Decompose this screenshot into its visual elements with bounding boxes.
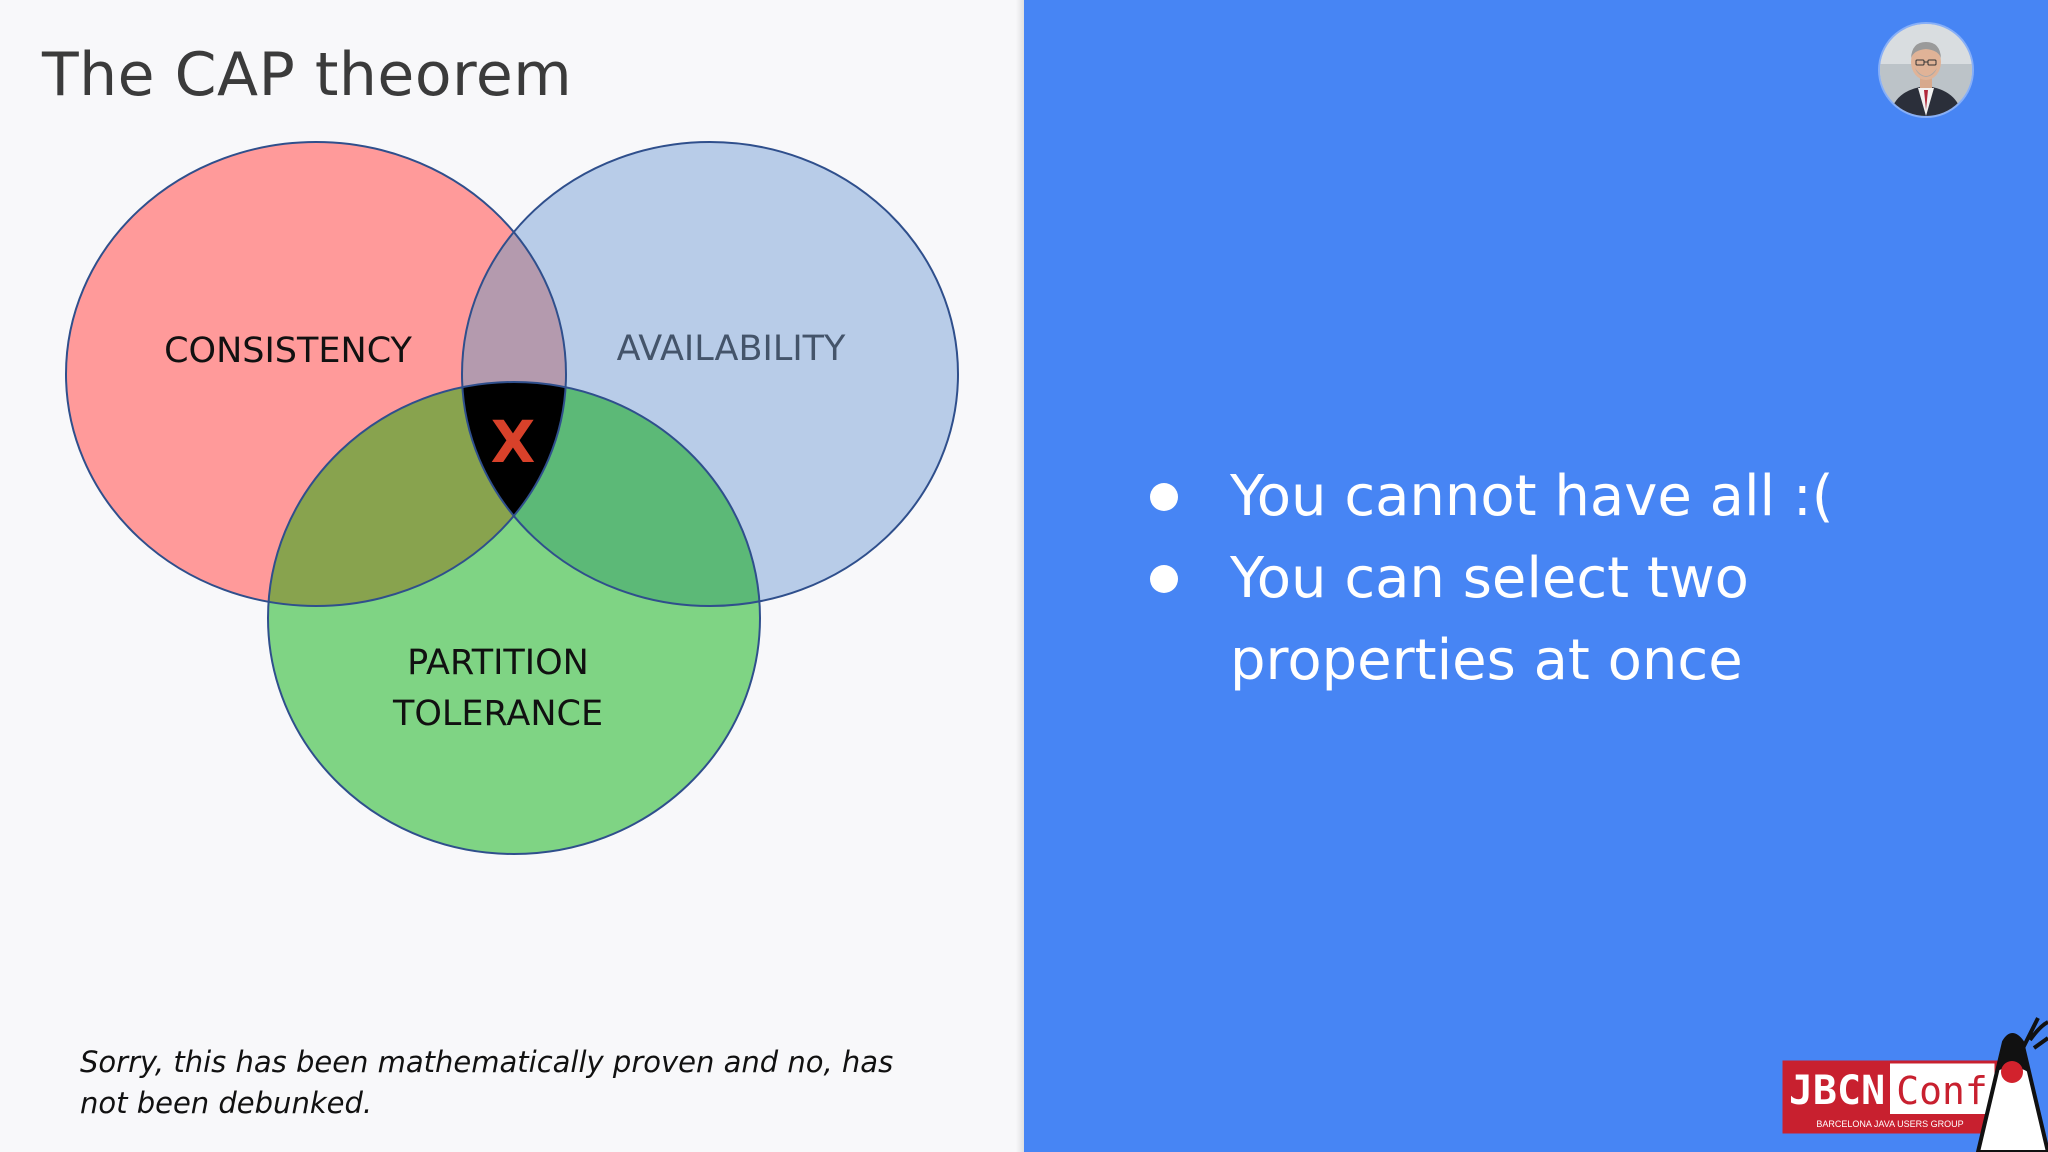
partition-label-line1: PARTITION	[407, 643, 589, 683]
speaker-avatar	[1880, 24, 1972, 116]
bullet-text: You can select two properties at once	[1230, 546, 1749, 693]
bullet-list: You cannot have all :( You can select tw…	[1150, 456, 1930, 702]
logo-text-right: Conf	[1896, 1069, 1988, 1113]
footnote: Sorry, this has been mathematically prov…	[80, 1045, 894, 1120]
partition-label-line2: TOLERANCE	[392, 694, 603, 734]
panel-divider	[1016, 0, 1024, 1152]
partition-tolerance-outline	[267, 381, 761, 855]
jbcnconf-logo: JBCN Conf BARCELONA JAVA USERS GROUP	[1782, 1017, 2048, 1152]
availability-outline	[461, 141, 959, 607]
bullet-dot-icon	[1150, 483, 1178, 511]
center-x-mark: X	[491, 408, 536, 476]
consistency-label: CONSISTENCY	[164, 331, 412, 371]
consistency-partition-overlap	[268, 382, 566, 606]
availability-partition-overlap	[462, 382, 760, 606]
duke-mascot-icon	[1975, 1017, 2048, 1152]
bullet-item: You cannot have all :(	[1150, 456, 1930, 538]
bullet-text: You cannot have all :(	[1230, 464, 1834, 529]
bullet-item: You can select two properties at once	[1150, 538, 1930, 702]
availability-label: AVAILABILITY	[617, 329, 846, 369]
venn-diagram: CONSISTENCY AVAILABILITY PARTITION TOLER…	[65, 141, 959, 855]
consistency-outline	[65, 141, 567, 607]
person-photo-icon	[1880, 24, 1972, 116]
slide-title: The CAP theorem	[42, 40, 573, 110]
logo-subtitle: BARCELONA JAVA USERS GROUP	[1816, 1119, 1963, 1129]
bullet-dot-icon	[1150, 565, 1178, 593]
logo-text-left: JBCN	[1789, 1068, 1885, 1114]
right-panel	[1024, 0, 2048, 1152]
